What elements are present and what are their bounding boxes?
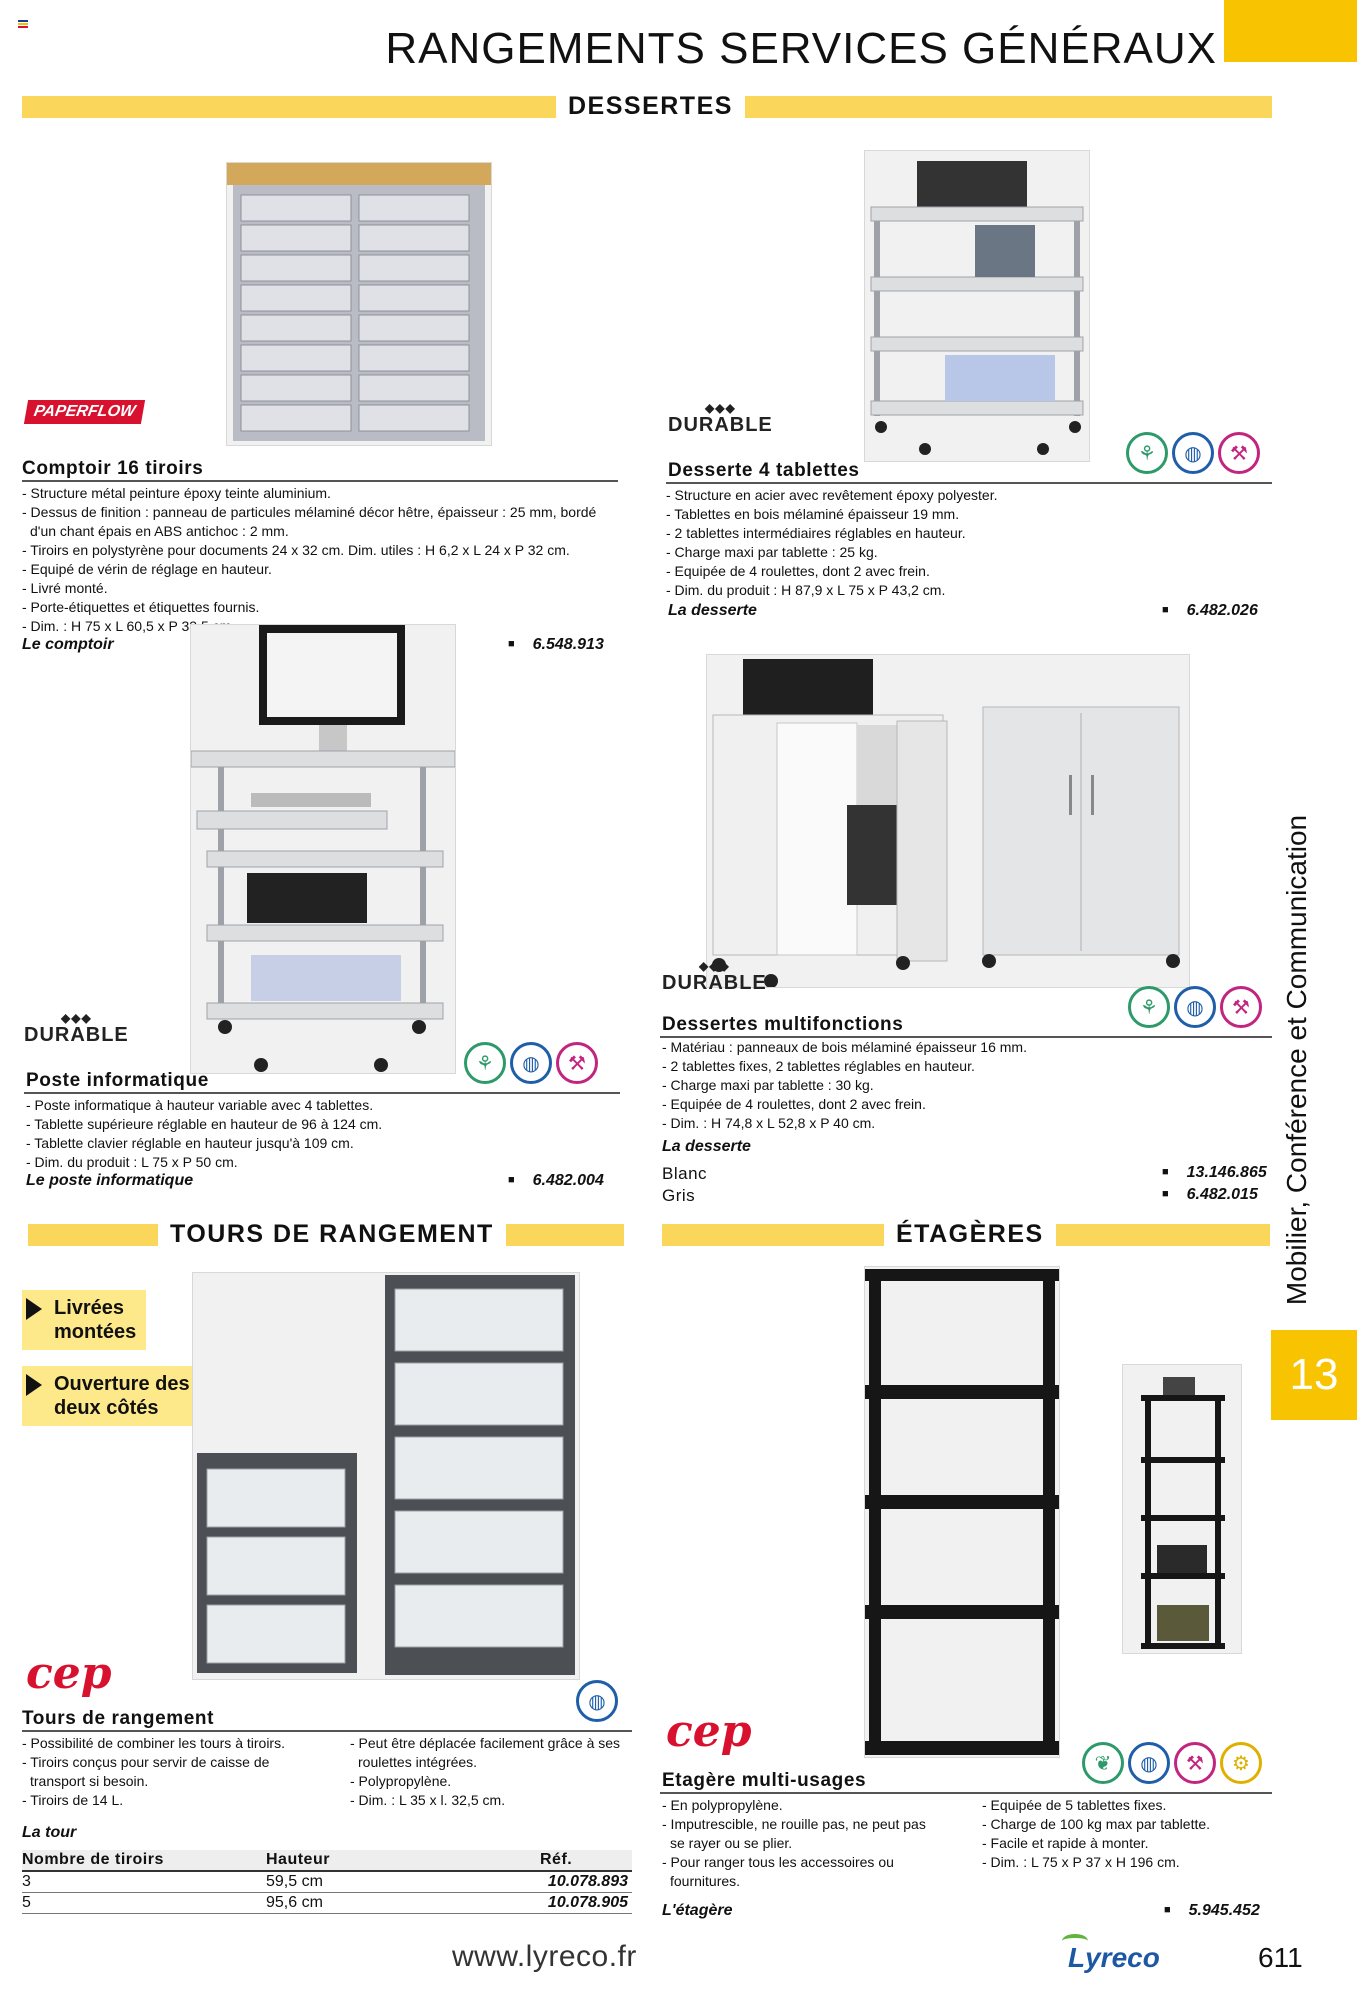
product-title-etagere: Etagère multi-usages bbox=[662, 1770, 867, 1791]
arrow-right-icon bbox=[26, 1298, 42, 1320]
ref-code-comptoir: 6.548.913 bbox=[508, 636, 604, 654]
table-cell: 5 bbox=[22, 1892, 266, 1914]
column-header: Nombre de tiroirs bbox=[22, 1850, 266, 1872]
durable-mark-icon: ◆◆◆ bbox=[61, 1011, 92, 1025]
divider bbox=[22, 480, 618, 482]
product-desc-multifonctions: - Matériau : panneaux de bois mélaminé é… bbox=[662, 1039, 1027, 1131]
durable-mark-icon: ◆◆◆ bbox=[699, 959, 730, 973]
column-header: Hauteur bbox=[266, 1850, 540, 1872]
divider bbox=[24, 1092, 620, 1094]
product-desc-desserte4: - Structure en acier avec revêtement épo… bbox=[666, 487, 998, 598]
drill-icon: ⚒ bbox=[1220, 986, 1262, 1028]
divider bbox=[22, 1730, 632, 1732]
tours-rangement-image bbox=[192, 1272, 580, 1680]
brand-logo-cep: cep bbox=[26, 1648, 112, 1699]
chapter-number: 13 bbox=[1271, 1330, 1357, 1420]
ref-label-desserte4: La desserte bbox=[668, 602, 757, 619]
table-header-row: Nombre de tiroirs Hauteur Réf. bbox=[22, 1850, 632, 1872]
table-cell: 59,5 cm bbox=[266, 1871, 540, 1893]
divider bbox=[660, 1792, 1272, 1794]
comptoir-image bbox=[226, 162, 492, 446]
product-title-tours: Tours de rangement bbox=[22, 1708, 215, 1729]
brand-logo-durable: ◆◆◆ DURABLE bbox=[662, 959, 767, 994]
globe-icon: ◍ bbox=[1128, 1742, 1170, 1784]
drill-icon: ⚒ bbox=[1218, 432, 1260, 474]
page-title: RANGEMENTS SERVICES GÉNÉRAUX bbox=[385, 24, 1217, 73]
etagere-image bbox=[864, 1266, 1060, 1758]
ref-code-gris: 6.482.015 bbox=[1162, 1186, 1258, 1204]
ref-code-desserte4: 6.482.026 bbox=[1162, 602, 1258, 620]
product-desc-tours-left: - Possibilité de combiner les tours à ti… bbox=[22, 1735, 285, 1808]
product-title-multifonctions: Dessertes multifonctions bbox=[662, 1014, 904, 1035]
flag-icon bbox=[18, 20, 28, 28]
badge-ouverture-deux-cotes: Ouverture des deux côtés bbox=[22, 1366, 200, 1426]
wrench-icon: ⚙ bbox=[1220, 1742, 1262, 1784]
ref-code-etagere: 5.945.452 bbox=[1164, 1902, 1260, 1920]
durable-mark-icon: ◆◆◆ bbox=[705, 401, 736, 415]
section-title-etageres: ÉTAGÈRES bbox=[884, 1220, 1056, 1249]
product-desc-etagere-left: - En polypropylène. - Imputrescible, ne … bbox=[662, 1797, 926, 1889]
eco-icons-etagere: ❦ ◍ ⚒ ⚙ bbox=[1082, 1742, 1262, 1784]
ref-code-blanc: 13.146.865 bbox=[1162, 1164, 1267, 1182]
ref-label-etagere: L'étagère bbox=[662, 1902, 733, 1919]
leaf-icon: ❦ bbox=[1082, 1742, 1124, 1784]
brand-logo-cep: cep bbox=[666, 1706, 752, 1757]
product-title-desserte4: Desserte 4 tablettes bbox=[668, 460, 860, 481]
divider bbox=[660, 1036, 1272, 1038]
table-cell: 10.078.893 bbox=[540, 1871, 632, 1893]
product-desc-etagere-right: - Equipée de 5 tablettes fixes. - Charge… bbox=[982, 1797, 1211, 1870]
corner-tab bbox=[1224, 0, 1357, 62]
table-row: 5 95,6 cm 10.078.905 bbox=[22, 1892, 632, 1914]
column-header: Réf. bbox=[540, 1850, 632, 1872]
option-label-blanc: Blanc bbox=[662, 1164, 708, 1183]
eco-icons-desserte4: ⚘ ◍ ⚒ bbox=[1126, 432, 1260, 474]
dessertes-multifonctions-image bbox=[706, 654, 1190, 988]
product-desc-tours-right: - Peut être déplacée facilement grâce à … bbox=[350, 1735, 621, 1808]
person-leaf-icon: ⚘ bbox=[1128, 986, 1170, 1028]
drill-icon: ⚒ bbox=[556, 1042, 598, 1084]
product-desc-poste: - Poste informatique à hauteur variable … bbox=[26, 1097, 383, 1170]
section-title-dessertes: DESSERTES bbox=[556, 92, 745, 121]
ref-label-comptoir: Le comptoir bbox=[22, 636, 114, 653]
divider bbox=[666, 482, 1272, 484]
arrow-right-icon bbox=[26, 1374, 42, 1396]
section-title-tours: TOURS DE RANGEMENT bbox=[158, 1220, 506, 1249]
table-cell: 3 bbox=[22, 1871, 266, 1893]
globe-icon: ◍ bbox=[1172, 432, 1214, 474]
brand-logo-durable: ◆◆◆ DURABLE bbox=[24, 1011, 129, 1046]
table-row: 3 59,5 cm 10.078.893 bbox=[22, 1871, 632, 1893]
person-leaf-icon: ⚘ bbox=[464, 1042, 506, 1084]
ref-label-tours: La tour bbox=[22, 1824, 77, 1841]
table-cell: 95,6 cm bbox=[266, 1892, 540, 1914]
table-cell: 10.078.905 bbox=[540, 1892, 632, 1914]
drill-icon: ⚒ bbox=[1174, 1742, 1216, 1784]
globe-icon: ◍ bbox=[1174, 986, 1216, 1028]
etagere-usage-image bbox=[1122, 1364, 1242, 1654]
option-label-gris: Gris bbox=[662, 1186, 696, 1205]
product-title-poste: Poste informatique bbox=[26, 1070, 209, 1091]
eco-icons-multifonctions: ⚘ ◍ ⚒ bbox=[1128, 986, 1262, 1028]
brand-logo-paperflow: PAPERFLOW bbox=[23, 400, 146, 424]
ref-label-multifonctions: La desserte bbox=[662, 1138, 751, 1155]
ref-code-poste: 6.482.004 bbox=[508, 1172, 604, 1190]
globe-icon: ◍ bbox=[576, 1680, 618, 1722]
brand-logo-durable: ◆◆◆ DURABLE bbox=[668, 401, 773, 436]
page-number: 611 bbox=[1258, 1942, 1303, 1973]
footer-url[interactable]: www.lyreco.fr bbox=[452, 1940, 637, 1973]
eco-icons-tours: ◍ bbox=[576, 1680, 618, 1722]
eco-icons-poste: ⚘ ◍ ⚒ bbox=[464, 1042, 598, 1084]
globe-icon: ◍ bbox=[510, 1042, 552, 1084]
desserte-4-tablettes-image bbox=[864, 150, 1090, 462]
person-leaf-icon: ⚘ bbox=[1126, 432, 1168, 474]
poste-informatique-image bbox=[190, 624, 456, 1074]
ref-label-poste: Le poste informatique bbox=[26, 1172, 194, 1189]
product-title-comptoir: Comptoir 16 tiroirs bbox=[22, 458, 204, 479]
chapter-side-label: Mobilier, Conférence et Communication bbox=[1281, 814, 1312, 1306]
lyreco-logo: Lyreco bbox=[1062, 1934, 1160, 1973]
tours-ref-table: Nombre de tiroirs Hauteur Réf. 3 59,5 cm… bbox=[22, 1850, 632, 1914]
badge-livrees-montees: Livrées montées bbox=[22, 1290, 147, 1350]
product-desc-comptoir: - Structure métal peinture époxy teinte … bbox=[22, 485, 597, 634]
